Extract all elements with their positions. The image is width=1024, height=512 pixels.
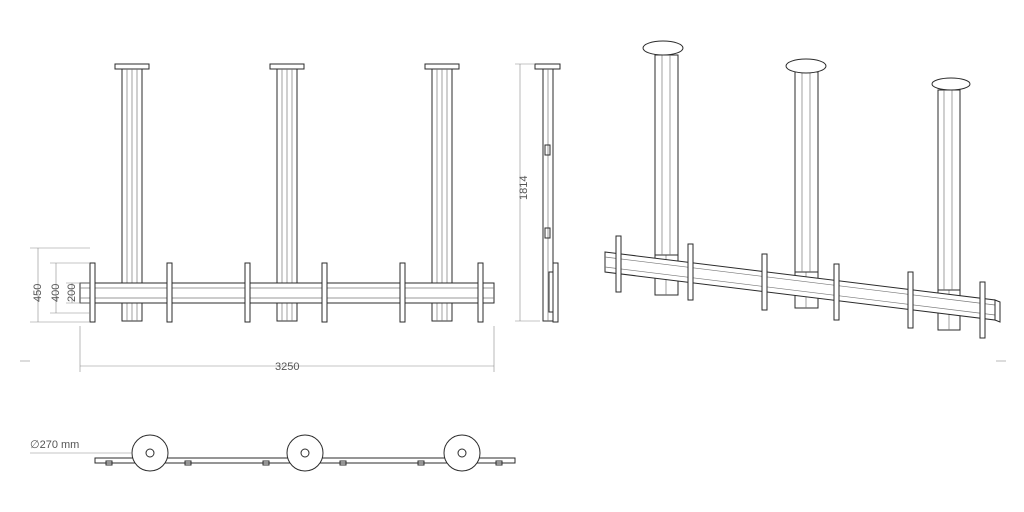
dim-1814-label: 1814 <box>518 176 530 200</box>
isometric-view <box>604 40 1006 362</box>
front-pole-2 <box>269 63 305 322</box>
dim-diameter-label: ∅270 mm <box>30 439 79 451</box>
iso-brackets <box>615 235 986 339</box>
front-pole-1 <box>114 63 150 322</box>
iso-pole-2 <box>785 58 827 309</box>
iso-pole-3 <box>931 77 971 331</box>
front-rail <box>79 282 495 304</box>
front-dimensions <box>20 247 495 372</box>
iso-pole-1 <box>642 40 684 296</box>
top-view: ∅270 mm <box>30 434 516 472</box>
side-view: 1814 <box>515 63 561 323</box>
front-pole-3 <box>424 63 460 322</box>
iso-rail <box>604 251 1001 323</box>
front-view: 450 400 200 3250 <box>20 63 495 373</box>
dim-200-label: 200 <box>66 284 78 302</box>
dim-450-label: 450 <box>32 284 44 302</box>
dim-3250-label: 3250 <box>275 361 299 373</box>
front-brackets <box>89 262 484 323</box>
dim-400-label: 400 <box>50 284 62 302</box>
